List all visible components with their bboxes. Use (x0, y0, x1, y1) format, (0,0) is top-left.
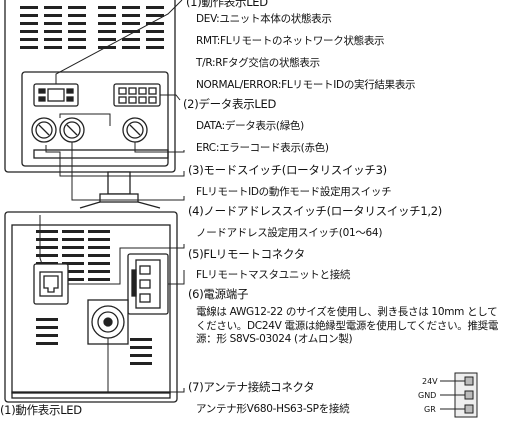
pin-label-gr: GR (424, 405, 436, 414)
bottom-status-led-label: (1)動作表示LED (0, 403, 82, 417)
pin-label-24v: 24V (422, 377, 438, 386)
callout-power-terminal-title: (6)電源端子 (188, 287, 249, 301)
callout-status-led-item: RMT:FLリモートのネットワーク状態表示 (196, 35, 385, 47)
callout-mode-switch-title: (3)モードスイッチ(ロータリスイッチ3) (188, 163, 387, 177)
callout-status-led-item: NORMAL/ERROR:FLリモートIDの実行結果表示 (196, 79, 416, 91)
callout-fl-connector-title: (5)FLリモートコネクタ (188, 247, 305, 261)
callout-antenna-connector-title: (7)アンテナ接続コネクタ (188, 380, 315, 394)
pin-label-gnd: GND (418, 391, 437, 400)
callout-antenna-connector-item: アンテナ形V680-HS63-SPを接続 (196, 403, 350, 415)
top-vent-slots (20, 6, 164, 49)
callout-node-switch-item: ノードアドレス設定用スイッチ(01～64) (196, 227, 383, 239)
node-address-switches (31, 117, 85, 143)
mode-switch (122, 117, 148, 143)
bottom-unit (4, 211, 178, 403)
callout-mode-switch-item: FLリモートIDの動作モード設定用スイッチ (196, 186, 392, 198)
callout-status-led-title: (1)動作表示LED (186, 0, 268, 9)
callout-fl-connector-item: FLリモートマスタユニットと接続 (196, 269, 351, 281)
power-terminal-drawing (127, 253, 169, 315)
top-unit (4, 0, 176, 173)
antenna-connector-drawing (87, 299, 129, 345)
fl-remote-connector-drawing (33, 263, 69, 305)
callout-data-led-item: ERC:エラーコード表示(赤色) (196, 142, 329, 154)
leader-lines (39, 0, 185, 393)
callout-data-led-item: DATA:データ表示(緑色) (196, 120, 304, 132)
terminal-pinout-drawing (440, 372, 478, 418)
callout-status-led-item: DEV:ユニット本体の状態表示 (196, 13, 332, 25)
callout-power-terminal-description: 電線は AWG12-22 のサイズを使用し、剥き長さは 10mm としてください… (196, 306, 499, 345)
callout-node-switch-title: (4)ノードアドレススイッチ(ロータリスイッチ1,2) (188, 204, 442, 218)
callout-status-led-item: T/R:RFタグ交信の状態表示 (196, 57, 320, 69)
callout-data-led-title: (2)データ表示LED (183, 97, 277, 111)
antenna-stub (79, 171, 161, 209)
